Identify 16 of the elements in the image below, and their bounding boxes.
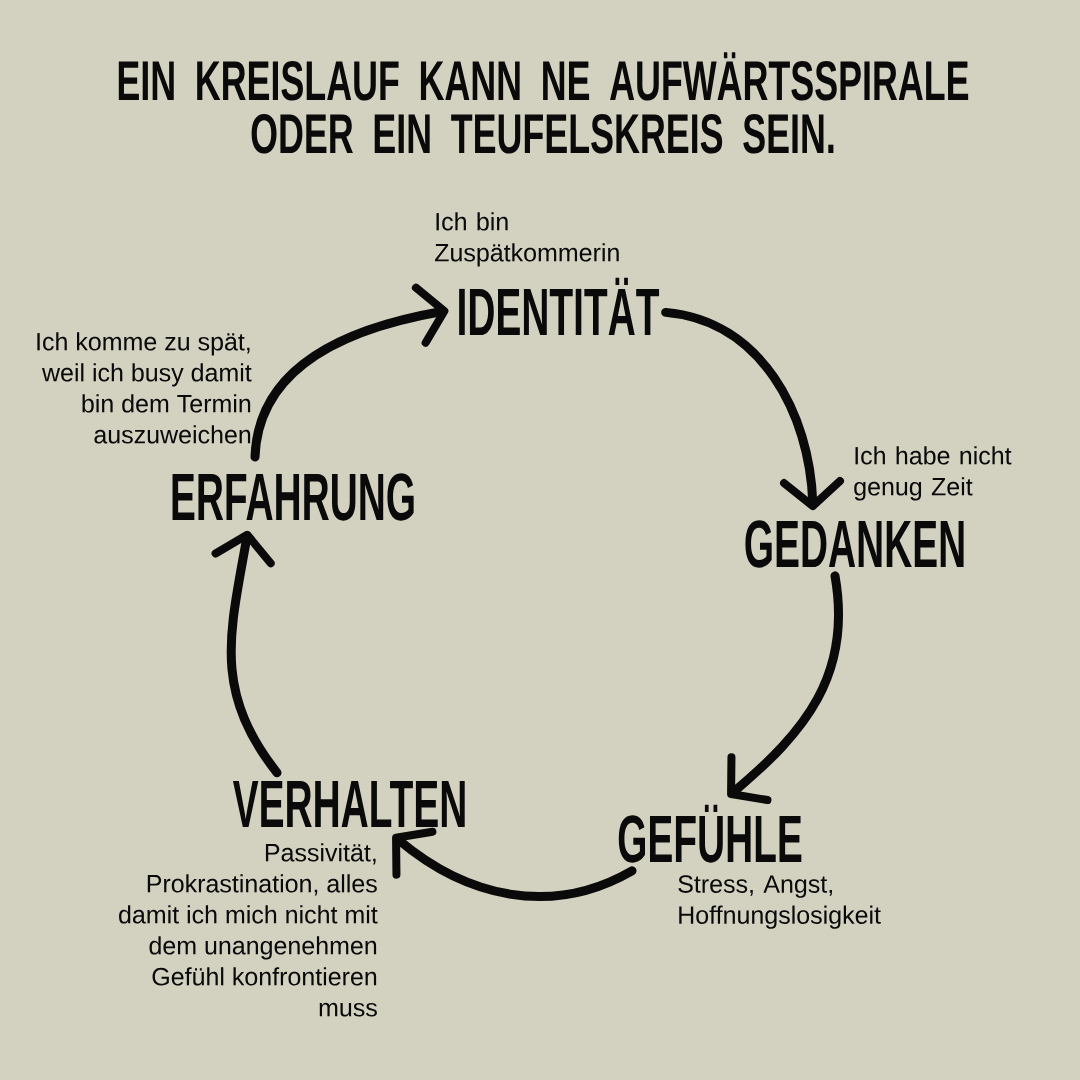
title: EIN KREISLAUF KANN NE AUFWÄRTSSPIRALE ODER EIN TEUFELSKREIS SEIN. xyxy=(118,52,969,154)
note-text: Stress, Angst, Hoffnungslosigkeit xyxy=(678,875,881,929)
stage-heading: IDENTITÄT xyxy=(459,277,660,335)
curved-arrow xyxy=(727,571,843,805)
note-text: Passivität, Prokrastination, alles damit ich mich nicht mit dem unangenehmen Gefühl konfrontieren muss xyxy=(119,843,378,1017)
note-text: Ich habe nicht genug Zeit xyxy=(854,446,1012,501)
stage-heading: GEDANKEN xyxy=(745,520,964,568)
note-text: Ich bin Zuspätkommerin xyxy=(435,212,619,267)
curved-arrow xyxy=(661,307,844,510)
curved-arrow xyxy=(250,283,449,462)
stage-heading: VERHALTEN xyxy=(232,780,465,827)
stage-heading: ERFAHRUNG xyxy=(172,473,414,521)
curved-arrow xyxy=(211,530,282,778)
curved-arrow xyxy=(392,827,637,901)
note-text: Ich komme zu spät, weil ich busy damit bin dem Termin auszuweichen xyxy=(37,332,252,444)
stage-heading: GEFÜHLE xyxy=(618,804,802,863)
